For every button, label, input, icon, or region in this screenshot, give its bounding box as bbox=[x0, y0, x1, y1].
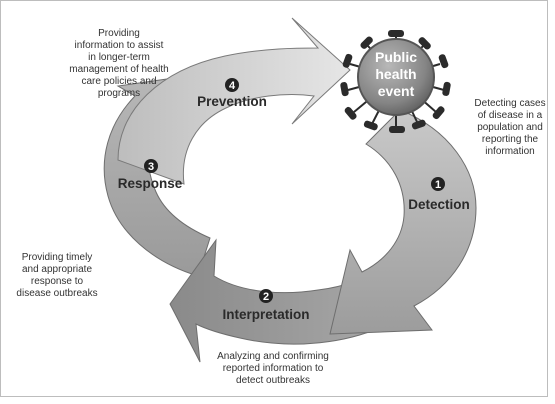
stage-4-number: 4 bbox=[229, 80, 236, 92]
stage-prevention-label: 4 Prevention bbox=[197, 78, 267, 109]
stage-detection-label: 1 Detection bbox=[408, 177, 470, 212]
prevention-description: Providing information to assist in longe… bbox=[69, 28, 169, 99]
interpretation-description: Analyzing and confirming reported inform… bbox=[217, 351, 329, 386]
stage-1-title: Detection bbox=[408, 197, 470, 212]
detection-description: Detecting cases of disease in a populati… bbox=[474, 98, 546, 157]
event-line-3: event bbox=[378, 83, 415, 99]
prevention-arrow bbox=[117, 17, 351, 185]
event-line-1: Public bbox=[375, 49, 417, 65]
stage-3-number: 3 bbox=[148, 161, 154, 173]
stage-interpretation-label: 2 Interpretation bbox=[222, 289, 310, 322]
stage-2-title: Interpretation bbox=[222, 307, 309, 322]
figure-frame bbox=[0, 0, 548, 397]
stage-4-title: Prevention bbox=[197, 94, 267, 109]
stage-response-label: 3 Response bbox=[118, 159, 183, 191]
public-health-event-icon: Public health event bbox=[340, 30, 451, 133]
response-description: Providing timely and appropriate respons… bbox=[16, 252, 98, 299]
stage-1-number: 1 bbox=[435, 179, 441, 191]
detection-arrow bbox=[329, 109, 477, 335]
stage-2-number: 2 bbox=[263, 291, 269, 303]
event-line-2: health bbox=[375, 66, 416, 82]
stage-3-title: Response bbox=[118, 176, 183, 191]
